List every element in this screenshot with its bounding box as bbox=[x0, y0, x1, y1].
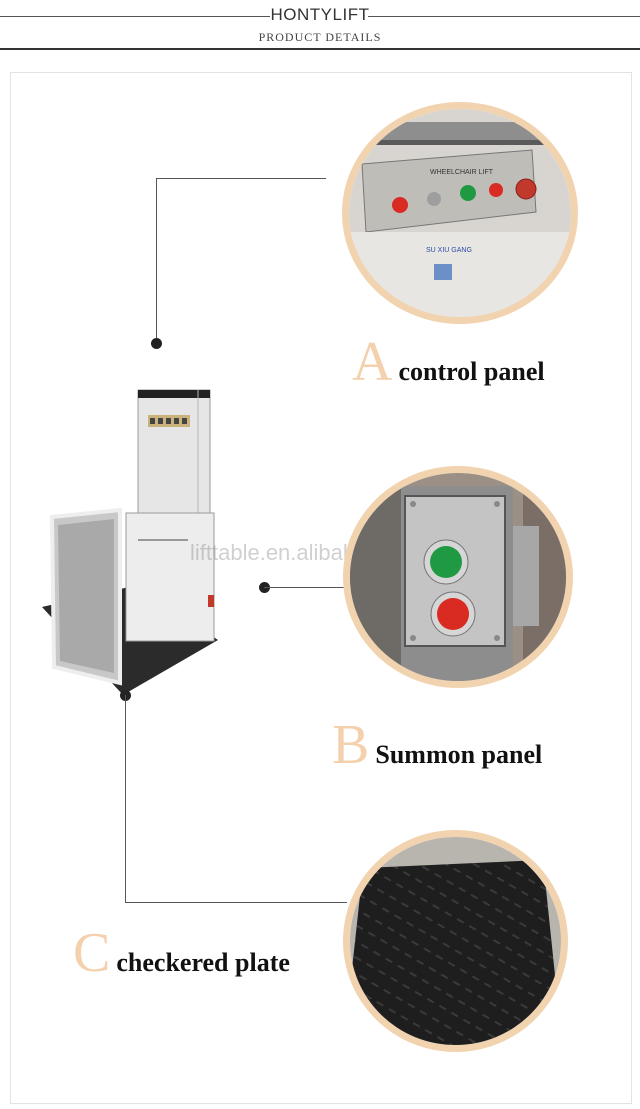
header-rule-right bbox=[368, 16, 640, 17]
header-rule-left bbox=[0, 16, 270, 17]
connector-b bbox=[264, 587, 346, 588]
section-subtitle: PRODUCT DETAILS bbox=[258, 30, 382, 44]
checkered-plate-photo bbox=[343, 830, 568, 1052]
lift-side-panel bbox=[125, 512, 215, 642]
caption-a-label: control panel bbox=[398, 357, 545, 386]
connector-c-horizontal bbox=[125, 902, 347, 903]
caption-a: A control panel bbox=[352, 334, 545, 390]
green-button-icon bbox=[460, 185, 476, 201]
caption-a-letter: A bbox=[352, 331, 393, 393]
caption-b-letter: B bbox=[332, 714, 370, 776]
key-switch-icon bbox=[427, 192, 441, 206]
caption-b-label: Summon panel bbox=[375, 740, 543, 769]
emergency-stop-icon bbox=[515, 178, 537, 200]
brand-title: HONTYLIFT bbox=[270, 5, 370, 24]
red-button-icon bbox=[489, 183, 503, 197]
checkered-plate bbox=[350, 860, 561, 1045]
summon-panel-photo bbox=[343, 466, 573, 688]
caption-c-label: checkered plate bbox=[116, 948, 290, 977]
caption-c-letter: C bbox=[73, 922, 111, 984]
panel-side-text: SU XIU GANG bbox=[426, 247, 472, 254]
page-header: HONTYLIFT PRODUCT DETAILS bbox=[0, 0, 640, 56]
connector-a-vertical bbox=[156, 178, 157, 343]
header-divider bbox=[0, 48, 640, 50]
connector-c-vertical bbox=[125, 695, 126, 902]
panel-label: WHEELCHAIR LIFT bbox=[430, 169, 494, 176]
red-indicator-icon bbox=[392, 197, 408, 213]
wheelchair-lift-image bbox=[42, 389, 218, 695]
red-summon-button-icon bbox=[437, 598, 469, 630]
callout-dot-a bbox=[151, 338, 162, 349]
green-summon-button-icon bbox=[430, 546, 462, 578]
control-box bbox=[361, 149, 537, 233]
connector-a-horizontal bbox=[156, 178, 326, 179]
caption-b: B Summon panel bbox=[332, 717, 542, 773]
control-panel-photo: WHEELCHAIR LIFT SU XIU GANG bbox=[342, 102, 578, 324]
caption-c: C checkered plate bbox=[73, 925, 290, 981]
